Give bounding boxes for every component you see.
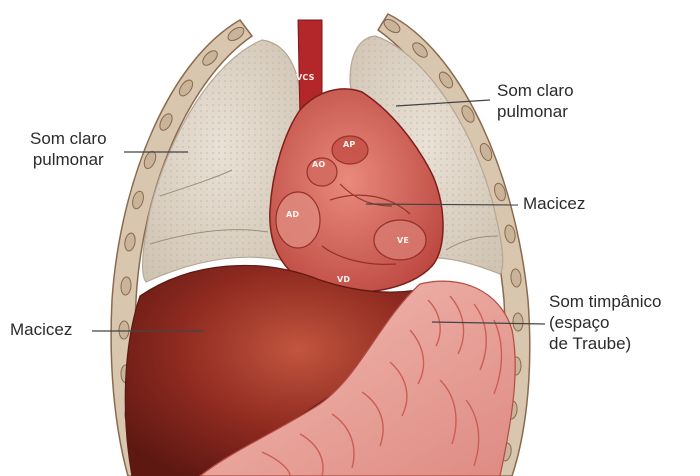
left-lung-label: Som claro pulmonar xyxy=(30,128,107,170)
label-ao: AO xyxy=(312,160,325,169)
right-lung-label-line1: Som claro xyxy=(497,80,574,101)
liver-label-text: Macicez xyxy=(10,319,72,340)
stomach-label-line1: Som timpânico xyxy=(549,291,661,312)
liver-label: Macicez xyxy=(10,319,72,340)
heart-label: Macicez xyxy=(523,193,585,214)
stomach-label: Som timpânico (espaço de Traube) xyxy=(549,291,661,354)
stomach-label-line3: de Traube) xyxy=(549,333,661,354)
label-vcs: VCS xyxy=(296,73,315,82)
stomach-label-line2: (espaço xyxy=(549,312,661,333)
right-lung-label: Som claro pulmonar xyxy=(497,80,574,122)
heart-label-text: Macicez xyxy=(523,193,585,214)
left-lung-label-line2: pulmonar xyxy=(30,149,107,170)
right-lung-label-line2: pulmonar xyxy=(497,101,574,122)
label-ap: AP xyxy=(343,140,355,149)
label-ad: AD xyxy=(286,210,299,219)
label-vd: VD xyxy=(337,275,350,284)
left-lung-label-line1: Som claro xyxy=(30,128,107,149)
label-ve: VE xyxy=(397,236,409,245)
